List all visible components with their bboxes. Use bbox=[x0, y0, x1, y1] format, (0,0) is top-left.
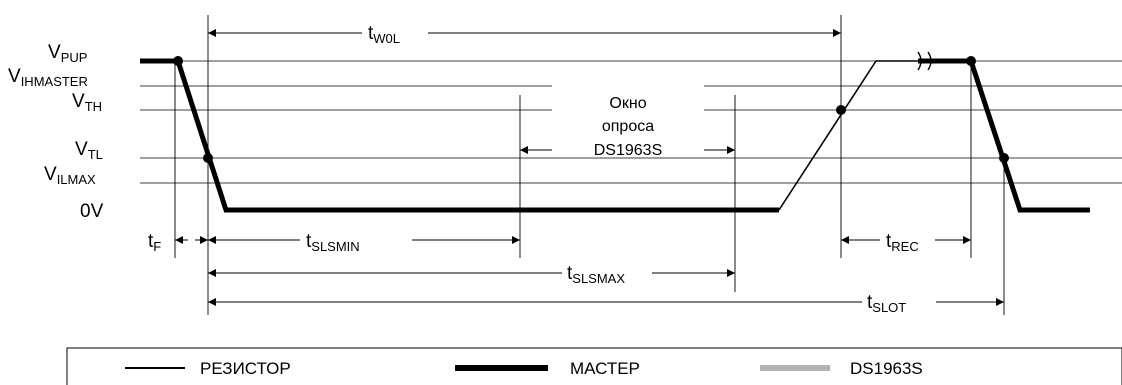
master-second-fall bbox=[918, 58, 1090, 213]
label-tw0l: tW0L bbox=[368, 23, 400, 46]
label-tslot: tSLOT bbox=[867, 292, 906, 315]
sampling-window-label: Окно опроса DS1963S bbox=[594, 95, 663, 159]
window-line-3: DS1963S bbox=[594, 142, 663, 159]
window-line-2: опроса bbox=[602, 118, 654, 135]
dot-vtl-cross bbox=[203, 153, 213, 163]
dot-vpup-end bbox=[966, 56, 976, 66]
legend-label-master: МАСТЕР bbox=[570, 359, 640, 378]
master-fall bbox=[140, 58, 779, 213]
vertical-markers bbox=[174, 15, 1005, 315]
label-trec: tREC bbox=[886, 231, 919, 254]
label-vtl: VTL bbox=[75, 139, 103, 162]
label-zero: 0V bbox=[80, 201, 104, 222]
label-vth: VTH bbox=[72, 91, 102, 114]
dot-vth-cross bbox=[836, 105, 846, 115]
legend-box bbox=[66, 347, 1122, 385]
crossing-dots bbox=[173, 56, 1009, 163]
level-labels: VPUP VIHMASTER VTH VTL VILMAX 0V bbox=[8, 42, 104, 222]
window-line-1: Окно bbox=[609, 95, 646, 112]
label-tf: tF bbox=[148, 231, 161, 254]
label-vilmax: VILMAX bbox=[44, 164, 96, 187]
label-vpup: VPUP bbox=[48, 42, 87, 65]
label-tslsmin: tSLSMIN bbox=[306, 231, 360, 254]
dot-vpup-start bbox=[173, 56, 183, 66]
label-tslsmax: tSLSMAX bbox=[567, 263, 625, 286]
resistor-rise bbox=[778, 60, 918, 211]
legend-label-device: DS1963S bbox=[850, 359, 923, 378]
waveform-master bbox=[140, 58, 1090, 213]
dot-vtl-end bbox=[999, 153, 1009, 163]
legend: РЕЗИСТОР МАСТЕР DS1963S bbox=[66, 347, 1122, 385]
timing-arrows bbox=[175, 29, 1004, 306]
legend-label-resistor: РЕЗИСТОР bbox=[200, 359, 291, 378]
timing-labels: tW0L tF tSLSMIN tSLSMAX tSLOT tREC bbox=[148, 23, 919, 315]
label-vih: VIHMASTER bbox=[8, 66, 88, 89]
waveform-resistor bbox=[778, 60, 971, 211]
